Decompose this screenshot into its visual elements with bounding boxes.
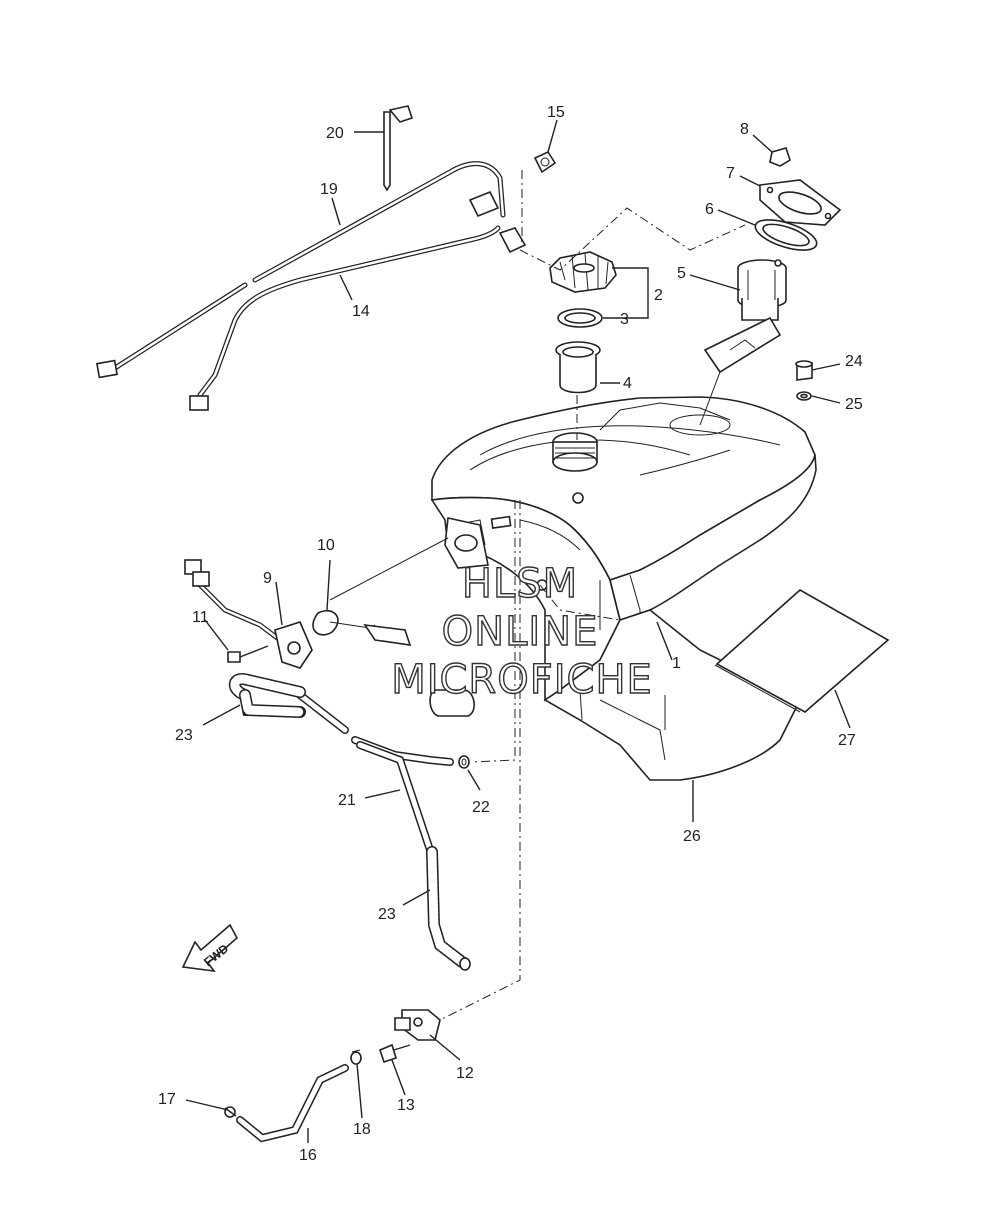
part-label-25: 25 — [845, 396, 863, 413]
part-label-1: 1 — [672, 655, 681, 672]
part-label-11: 11 — [192, 609, 209, 626]
part-label-16: 16 — [299, 1147, 317, 1164]
corrugated-hose-23-top — [228, 673, 306, 718]
tank-guard — [543, 609, 802, 781]
watermark-line-2: ONLINE — [442, 609, 599, 655]
part-label-20: 20 — [326, 125, 344, 142]
part-label-18: 18 — [353, 1121, 371, 1138]
clip-17 — [224, 1106, 237, 1118]
breather-hose-14 — [189, 225, 527, 411]
watermark-line-1: HLSM — [462, 561, 578, 607]
part-label-4: 4 — [623, 375, 632, 392]
cap-gasket — [557, 308, 603, 328]
hose-clamp-22 — [458, 755, 470, 769]
part-number-labels: 1 2 3 4 5 6 7 8 9 10 11 12 13 14 15 16 1… — [158, 104, 863, 1164]
pump-nut — [769, 147, 791, 167]
clip-18 — [350, 1049, 362, 1065]
sender-bolt — [227, 645, 269, 663]
bolt-24 — [795, 360, 813, 381]
part-label-21: 21 — [338, 792, 356, 809]
breather-hose-19 — [95, 161, 506, 379]
watermark: HLSM ONLINE MICROFICHE — [390, 560, 653, 703]
pump-plate — [759, 179, 842, 226]
part-label-7: 7 — [726, 165, 735, 182]
part-label-6: 6 — [705, 201, 714, 218]
leader-lines — [185, 119, 851, 1143]
sender-float — [429, 689, 475, 717]
fwd-arrow-icon: FWD — [181, 923, 239, 973]
pump-gasket — [754, 219, 818, 251]
part-label-22: 22 — [472, 799, 490, 816]
part-label-5: 5 — [677, 265, 686, 282]
sender-flange — [444, 517, 489, 569]
cable-tie-20 — [383, 105, 414, 192]
tank-pad — [715, 589, 890, 713]
assembly-centerlines — [329, 170, 746, 1021]
fuel-sender — [274, 621, 313, 669]
part-label-27: 27 — [838, 732, 856, 749]
part-label-13: 13 — [397, 1097, 415, 1114]
bolt-13 — [379, 1043, 411, 1064]
fuel-pump — [703, 259, 787, 374]
part-label-14: 14 — [352, 303, 370, 320]
part-label-17: 17 — [158, 1091, 176, 1108]
part-label-26: 26 — [683, 828, 701, 845]
overflow-hose-21 — [296, 691, 454, 854]
part-label-3: 3 — [620, 311, 629, 328]
part-label-15: 15 — [547, 104, 565, 121]
filler-neck — [555, 341, 601, 394]
part-label-23b: 23 — [378, 906, 396, 923]
part-label-9: 9 — [263, 570, 272, 587]
part-label-2: 2 — [654, 287, 663, 304]
part-label-23a: 23 — [175, 727, 193, 744]
clip-15 — [533, 150, 557, 174]
fuel-sender-wire — [184, 559, 283, 643]
fuel-cap — [549, 251, 617, 293]
part-label-12: 12 — [456, 1065, 474, 1082]
washer-25 — [796, 391, 812, 401]
part-label-8: 8 — [740, 121, 749, 138]
part-label-24: 24 — [845, 353, 863, 370]
fuel-hose-16 — [236, 1064, 349, 1143]
watermark-line-3: MICROFICHE — [391, 657, 653, 703]
sender-gasket — [312, 610, 412, 646]
part-label-19: 19 — [320, 181, 338, 198]
corrugated-hose-23-bottom — [426, 846, 471, 971]
fuel-cock-12 — [394, 1009, 441, 1041]
part-label-10: 10 — [317, 537, 335, 554]
